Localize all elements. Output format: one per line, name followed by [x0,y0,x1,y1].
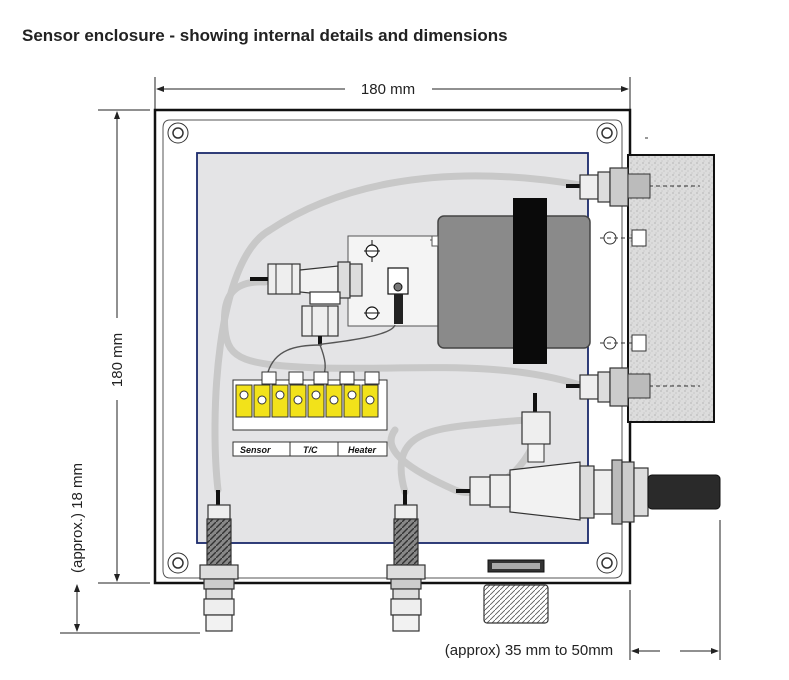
bottom-fitting-left [199,490,239,632]
dimension-height: 180 mm [98,109,150,584]
mounting-bolt [600,334,648,352]
inline-filter [456,393,595,521]
cable-gland [593,459,721,525]
terminal-block-terminals [235,371,380,418]
terminal-block: Sensor T/C Heater [232,371,388,457]
dimension-side-depth: (approx) 35 mm to 50mm [445,520,721,660]
terminal-label-sensor: Sensor [240,445,271,455]
page-title: Sensor enclosure - showing internal deta… [22,26,508,45]
mounting-bolt [600,229,648,247]
terminal-label-tc: T/C [303,445,318,455]
drain-plug [483,559,549,624]
height-label: 180 mm [109,333,126,387]
side-depth-label: (approx) 35 mm to 50mm [445,642,613,659]
wall-fitting-bottom [566,367,700,407]
corner-screw [167,122,189,144]
dimension-width: 180 mm [154,77,631,110]
corner-screw [167,552,189,574]
terminal-label-heater: Heater [348,445,377,455]
wall-fitting-top [566,167,700,207]
corner-screw [596,552,618,574]
bottom-fitting-middle [386,490,426,632]
dimension-bottom-depth: (approx.) 18 mm [60,463,200,634]
width-label: 180 mm [361,81,415,98]
inlet-fitting [250,261,363,345]
corner-screw [596,122,618,144]
sensor-cell [347,198,591,364]
bottom-depth-label: (approx.) 18 mm [69,463,86,573]
